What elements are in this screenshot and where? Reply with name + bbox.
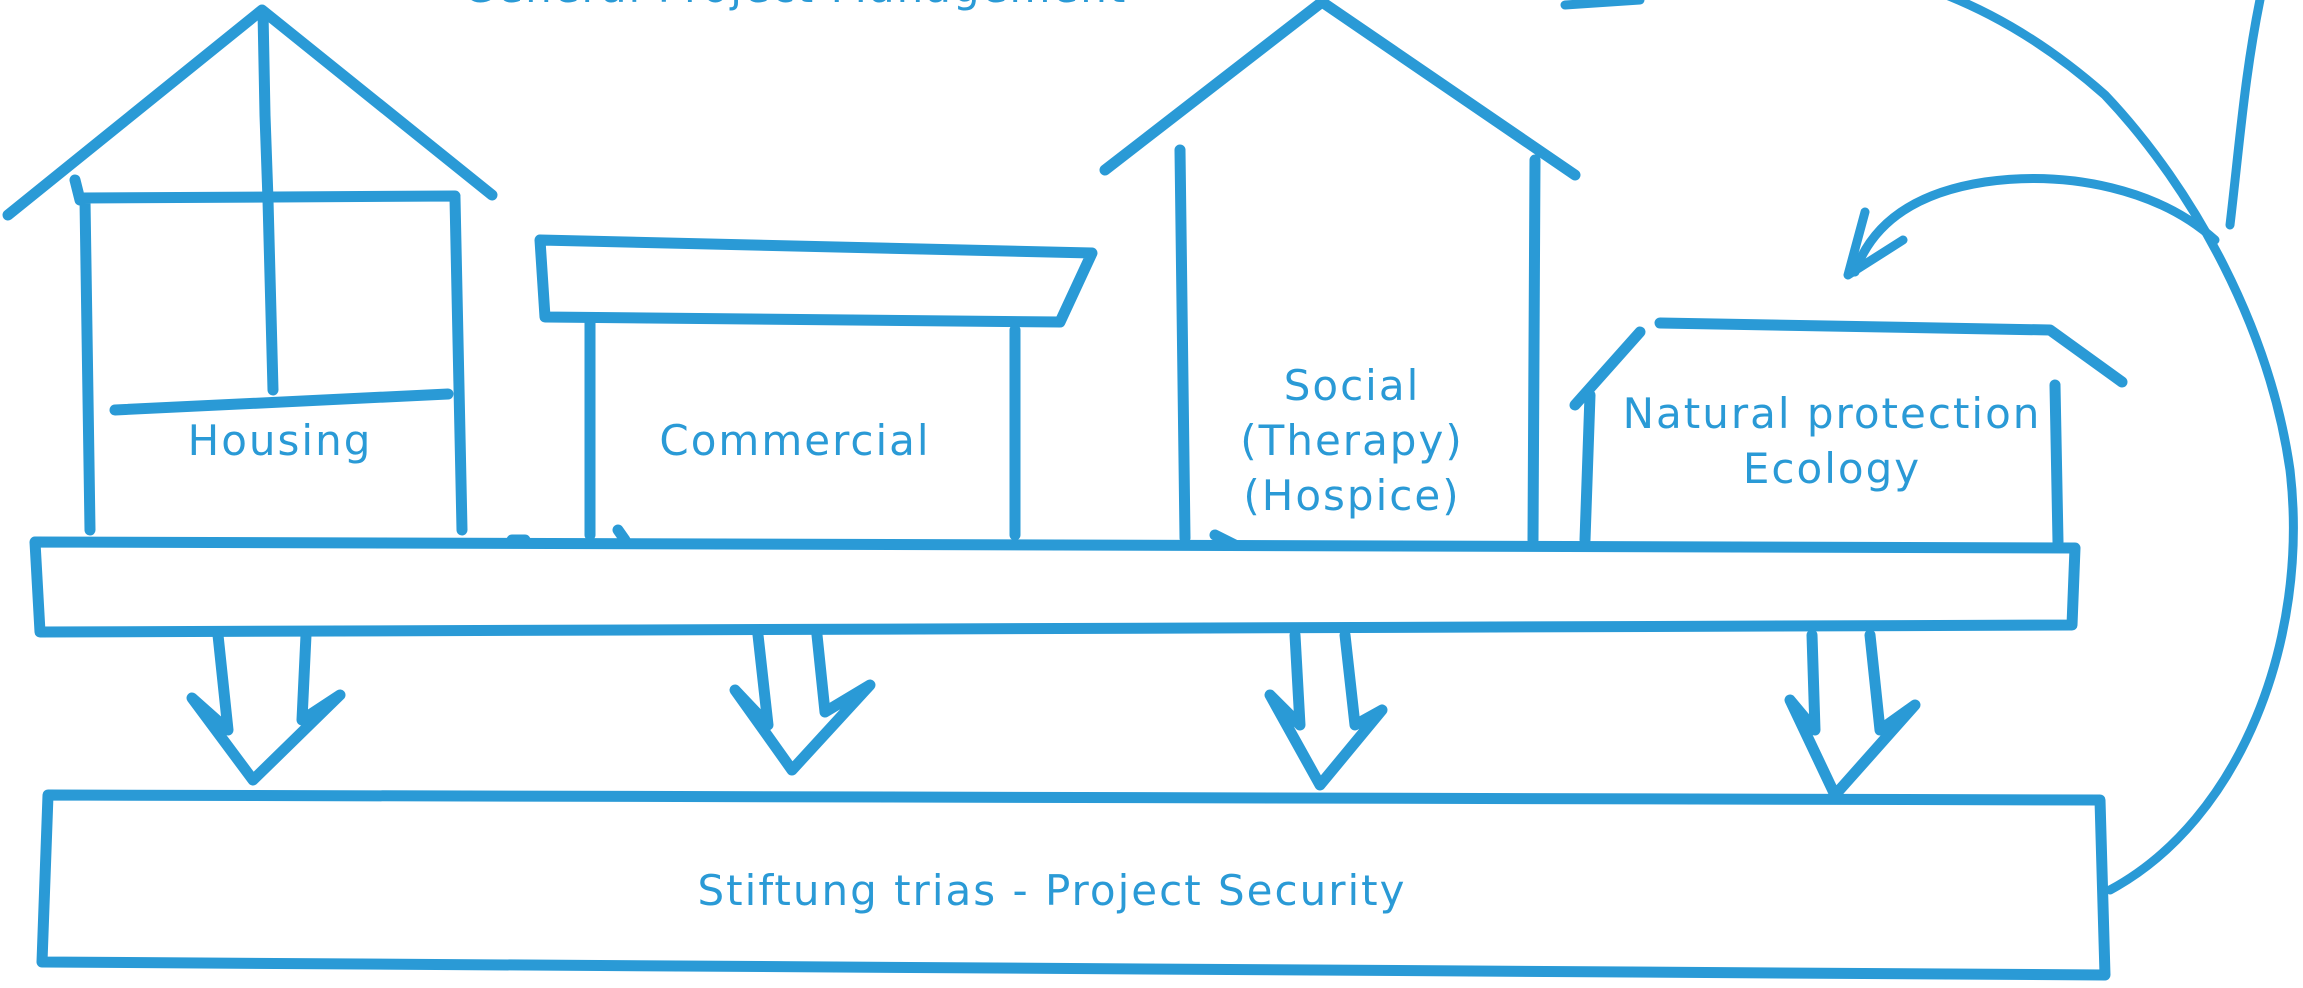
housing-label: Housing <box>188 416 373 465</box>
housing-center-post <box>257 6 279 396</box>
commercial-building: Commercial <box>506 234 1098 546</box>
commercial-arrow <box>729 629 876 776</box>
nature-building: Natural protection Ecology <box>1569 317 2128 548</box>
housing-walls <box>76 190 468 536</box>
social-label-line-3: (Hospice) <box>1243 471 1460 520</box>
general-project-management-label: General Project Management <box>463 0 1128 12</box>
project-security-label: Stiftung trias - Project Security <box>698 866 1407 915</box>
social-arrow <box>1264 629 1388 791</box>
social-label-line-1: Social <box>1284 361 1421 410</box>
feedback-top-stroke <box>1560 0 1645 10</box>
feedback-inner-curve <box>2225 0 2265 230</box>
nature-label-line-2: Ecology <box>1743 444 1921 493</box>
commercial-roof <box>534 234 1098 328</box>
feedback-loop-curve <box>1946 0 2298 895</box>
feedback-arrow-curve <box>1850 174 2220 277</box>
nature-arrow <box>1784 629 1921 801</box>
nature-walls <box>1579 379 2064 548</box>
social-building: Social (Therapy) (Hospice) <box>1099 0 1581 551</box>
commercial-walls <box>506 317 1021 546</box>
housing-building: Housing <box>2 4 498 536</box>
housing-roof <box>2 4 498 221</box>
feedback-arrowhead <box>1843 207 1908 280</box>
project-security-box <box>36 789 2111 981</box>
project-platform-beam <box>29 536 2081 638</box>
social-label-line-2: (Therapy) <box>1240 416 1463 465</box>
social-roof <box>1099 0 1581 181</box>
nature-label-line-1: Natural protection <box>1623 389 2042 438</box>
housing-arrow <box>186 629 346 786</box>
commercial-label: Commercial <box>659 416 930 465</box>
